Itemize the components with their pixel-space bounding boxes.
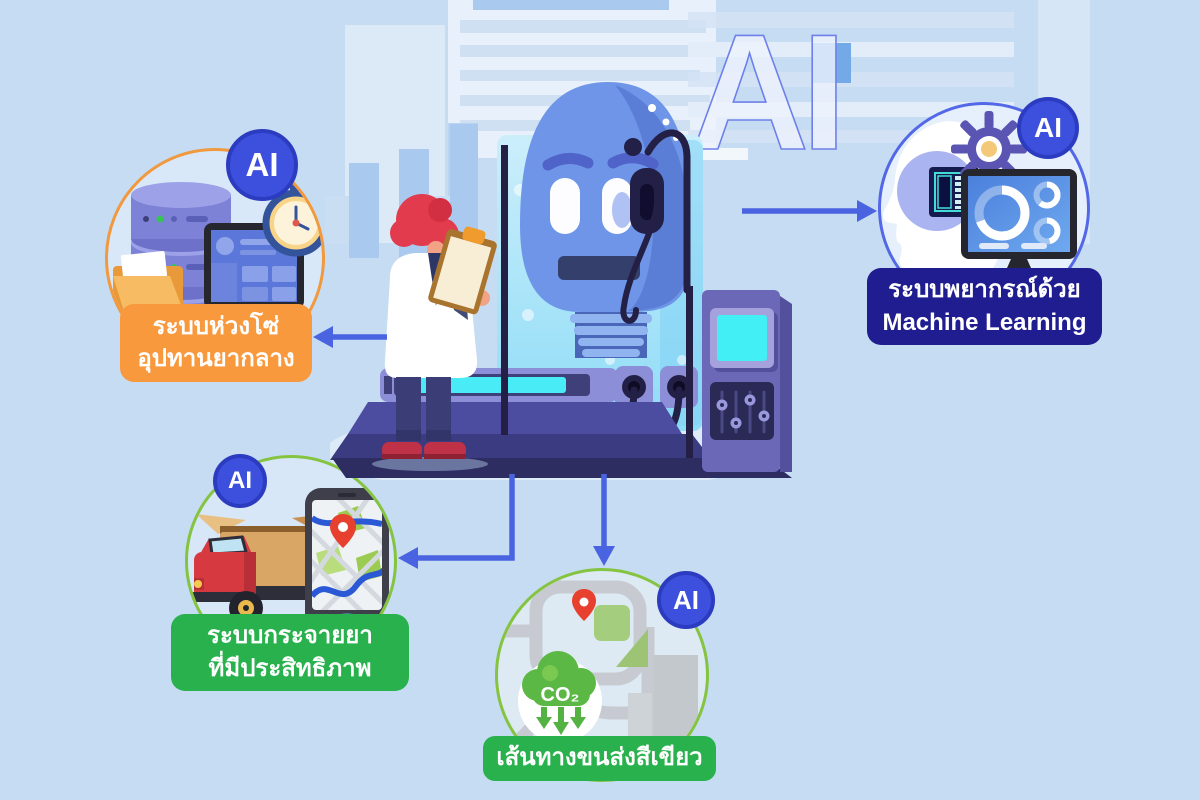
doc-stripe	[460, 70, 700, 81]
label-line: ที่มีประสิทธิภาพ	[208, 654, 372, 682]
label-line: ระบบพยากรณ์ด้วย	[888, 276, 1081, 304]
arrow-to-green-route	[593, 474, 615, 566]
analytics-monitor-icon	[961, 169, 1077, 284]
ml-illustration	[882, 111, 1077, 311]
arrow-to-ml-forecasting	[742, 200, 877, 222]
label-distribution: ระบบกระจายยา ที่มีประสิทธิภาพ	[171, 614, 409, 691]
label-line: ระบบห่วงโซ่	[152, 312, 280, 340]
console-slider-knobs	[716, 394, 770, 429]
map-green-wedge	[616, 629, 648, 667]
control-console	[702, 290, 792, 472]
label-green-route: เส้นทางขนส่งสีเขียว	[483, 736, 716, 781]
eyebrow	[607, 152, 659, 170]
robot-eye	[550, 178, 580, 234]
map-pin-icon	[572, 589, 596, 621]
doc-stripe	[473, 0, 669, 10]
doc-stripe	[460, 45, 710, 57]
bg-bar-chart-bar	[349, 163, 379, 258]
co2-label: CO₂	[541, 684, 580, 706]
bg-stripe	[688, 12, 1014, 28]
label-line: Machine Learning	[882, 308, 1087, 336]
ai-watermark-text: AI	[690, 0, 839, 184]
label-ml-forecasting: ระบบพยากรณ์ด้วย Machine Learning	[867, 268, 1102, 345]
label-line: ระบบกระจายยา	[207, 622, 373, 650]
label-line: อุปทานยากลาง	[137, 345, 295, 372]
co2-cloud-icon: CO₂	[518, 651, 602, 743]
robot-mouth	[558, 256, 640, 280]
ai-badge-green-route: AI	[657, 571, 715, 629]
eyebrow	[542, 153, 594, 171]
label-line: เส้นทางขนส่งสีเขียว	[496, 744, 703, 772]
co2-down-arrows	[536, 707, 586, 735]
label-supply-chain: ระบบห่วงโซ่ อุปทานยากลาง	[120, 304, 312, 382]
ai-watermark-square	[813, 43, 851, 83]
distribution-illustration	[190, 488, 389, 630]
clipboard-icon	[428, 226, 497, 315]
ai-badge-supply-chain: AI	[226, 129, 298, 201]
ai-badge-ml-forecasting: AI	[1017, 97, 1079, 159]
robot-head-icon	[520, 82, 690, 358]
tank-cables	[501, 129, 693, 458]
console-screen	[717, 315, 767, 361]
arrow-to-distribution	[398, 474, 515, 569]
ai-badge-distribution: AI	[213, 454, 267, 508]
doc-stripe	[460, 20, 706, 33]
bg-stripe	[688, 102, 1014, 117]
arrow-to-supply-chain	[313, 326, 387, 348]
gear-icon	[951, 111, 1027, 187]
phone-map-icon	[305, 488, 389, 630]
central-illustration	[330, 82, 792, 480]
map-green-block	[594, 605, 630, 641]
scientist-figure	[372, 194, 497, 471]
